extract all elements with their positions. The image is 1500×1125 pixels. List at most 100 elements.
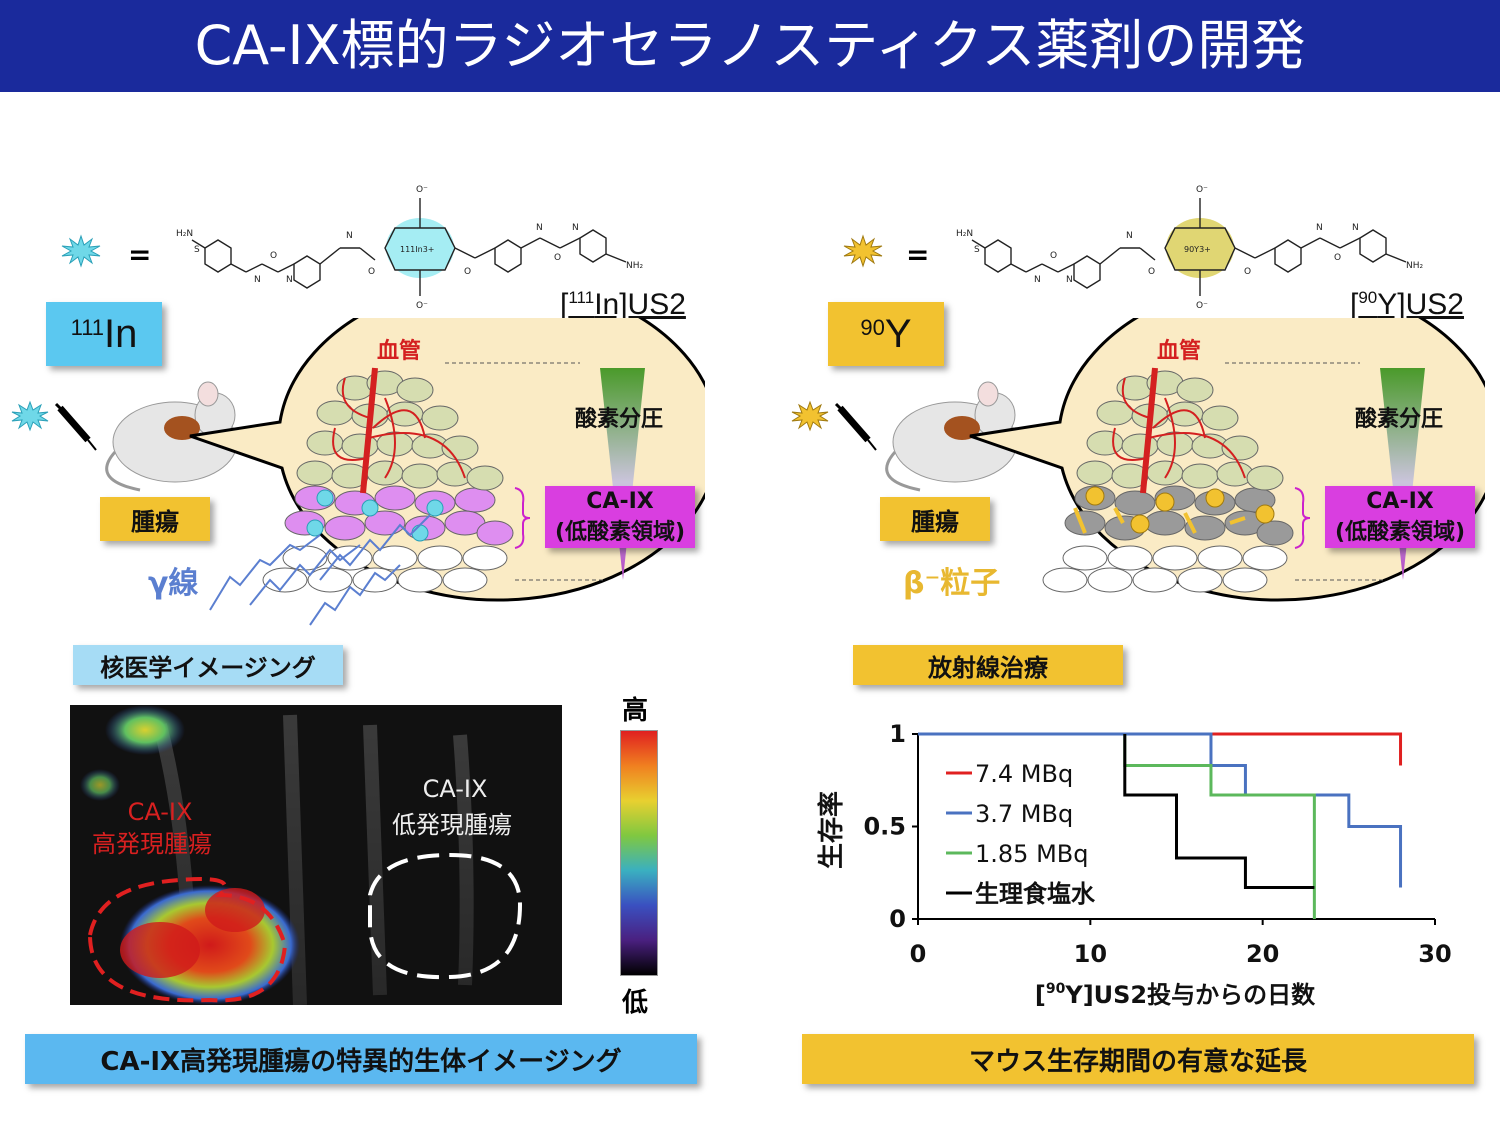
svg-text:N: N (1066, 275, 1073, 285)
yttrium-marker-icon (791, 400, 829, 432)
svg-text:N: N (1126, 231, 1133, 241)
page-title: CA-IX標的ラジオセラノスティクス薬剤の開発 (194, 14, 1306, 77)
svg-text:111In3+: 111In3+ (400, 245, 435, 254)
nuclear-imaging-label: 核医学イメージング (73, 645, 343, 685)
legend-label: 生理食塩水 (975, 880, 1096, 908)
svg-text:O: O (270, 251, 277, 261)
indium-marker-icon (11, 400, 49, 432)
x-tick-label: 10 (1074, 940, 1107, 968)
yttrium-compound-label: [90Y]US2 (1350, 288, 1464, 321)
legend-label: 7.4 MBq (975, 760, 1073, 788)
equals-sign: = (128, 238, 152, 271)
svg-text:N: N (536, 223, 543, 233)
svg-text:酸素分圧: 酸素分圧 (575, 406, 663, 432)
series-line (1123, 734, 1316, 919)
gamma-ray-label: γ線 (148, 566, 199, 601)
beta-particle-tracks (1073, 507, 1246, 534)
yttrium-marker-icon (1085, 486, 1275, 534)
caix-hypoxia-label: CA-IX(低酸素領域) (545, 486, 695, 548)
tumor-label-right: 腫瘍 (880, 497, 990, 541)
x-tick-label: 30 (1418, 940, 1451, 968)
tumor-label-left: 腫瘍 (100, 497, 210, 541)
svg-text:H₂N: H₂N (956, 229, 973, 239)
svg-text:CA-IX: CA-IX (423, 775, 488, 803)
x-tick-label: 0 (910, 940, 927, 968)
legend-label: 1.85 MBq (975, 840, 1088, 868)
svg-text:血管: 血管 (1157, 338, 1201, 364)
svg-text:H₂N: H₂N (176, 229, 193, 239)
mouse-icon (105, 381, 238, 492)
indium-compound-label: [111In]US2 (560, 288, 686, 321)
y-tick-label: 0.5 (863, 813, 906, 841)
svg-text:O: O (368, 267, 375, 277)
svg-text:N: N (1316, 223, 1323, 233)
gamma-ray-arrows (209, 514, 431, 626)
svg-text:O: O (1334, 253, 1341, 263)
tumor-bubble-right: 血管 酸素分圧 (969, 318, 1485, 602)
scale-low-label: 低 (622, 988, 649, 1018)
beta-particle-label: β⁻粒子 (903, 566, 1001, 601)
svg-text:N: N (286, 275, 293, 285)
svg-text:N: N (1034, 275, 1041, 285)
svg-text:酸素分圧: 酸素分圧 (1355, 406, 1443, 432)
svg-text:S: S (194, 245, 200, 255)
survival-caption: マウス生存期間の有意な延長 (802, 1034, 1474, 1084)
svg-text:CA-IX: CA-IX (128, 798, 193, 826)
mouse-injection-illustration (791, 381, 1018, 492)
survival-chart: 生存率 [90Y]US2投与からの日数 0 10 20 30 0 0.5 1 7.4 MBq 3… (816, 720, 1452, 1009)
title-bar (0, 0, 1500, 92)
scale-high-label: 高 (622, 696, 649, 726)
syringe-icon (54, 402, 97, 451)
svg-text:90Y3+: 90Y3+ (1184, 245, 1211, 254)
svg-text:O: O (464, 267, 471, 277)
svg-text:高発現腫瘍: 高発現腫瘍 (92, 830, 212, 858)
caix-hypoxia-label: CA-IX(低酸素領域) (1325, 486, 1475, 548)
low-expression-tumor-outline (368, 852, 523, 980)
spect-ct-image: CA-IX 高発現腫瘍 CA-IX 低発現腫瘍 (70, 705, 562, 1005)
svg-text:O: O (554, 253, 561, 263)
tumor-cells (1042, 370, 1294, 593)
caix-bracket (1294, 487, 1311, 549)
oxygen-gradient (600, 368, 645, 580)
svg-text:N: N (572, 223, 579, 233)
mouse-icon (885, 381, 1018, 492)
oxygen-gradient (1380, 368, 1425, 580)
svg-text:血管: 血管 (377, 338, 421, 364)
equals-sign: = (906, 238, 930, 271)
svg-text:N: N (346, 231, 353, 241)
svg-text:N: N (254, 275, 261, 285)
syringe-icon (834, 402, 877, 451)
caix-bracket (514, 487, 531, 549)
svg-text:O: O (1148, 267, 1155, 277)
svg-text:S: S (974, 245, 980, 255)
blood-vessel-icon (1112, 367, 1246, 494)
mouse-injection-illustration (11, 381, 238, 492)
radiotherapy-label: 放射線治療 (853, 645, 1123, 685)
svg-text:O⁻: O⁻ (416, 185, 428, 195)
svg-text:NH₂: NH₂ (1406, 261, 1424, 271)
y-tick-label: 1 (889, 720, 906, 748)
svg-text:O⁻: O⁻ (416, 301, 428, 311)
svg-text:NH₂: NH₂ (626, 261, 644, 271)
svg-text:O⁻: O⁻ (1196, 301, 1208, 311)
yttrium-marker-icon (843, 234, 883, 268)
svg-text:低発現腫瘍: 低発現腫瘍 (392, 811, 512, 839)
legend-label: 3.7 MBq (975, 800, 1073, 828)
indium-marker-icon (61, 234, 101, 268)
svg-text:O: O (1050, 251, 1057, 261)
x-tick-label: 20 (1246, 940, 1279, 968)
svg-text:O⁻: O⁻ (1196, 185, 1208, 195)
svg-text:O: O (1244, 267, 1251, 277)
series-line (1123, 734, 1315, 890)
imaging-caption: CA-IX高発現腫瘍の特異的生体イメージング (25, 1034, 697, 1084)
y-tick-label: 0 (889, 905, 906, 933)
x-axis-label: [90Y]US2投与からの日数 (1035, 981, 1316, 1009)
color-scale-bar (620, 730, 658, 976)
blood-vessel-icon (332, 367, 466, 494)
y-axis-label: 生存率 (816, 791, 847, 869)
svg-text:N: N (1352, 223, 1359, 233)
